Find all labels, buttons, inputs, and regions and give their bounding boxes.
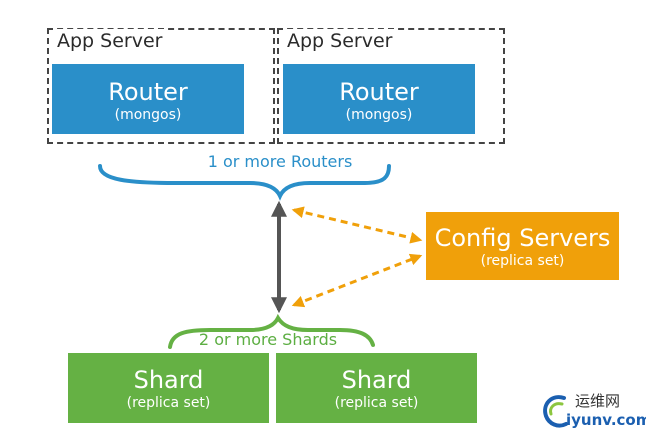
shards-brace: [168, 313, 375, 349]
routers-brace: [98, 164, 391, 201]
config-servers-node: Config Servers (replica set): [426, 212, 619, 280]
watermark-logo-icon: [543, 395, 568, 428]
app-server-label: App Server: [285, 29, 397, 53]
routers-caption: 1 or more Routers: [207, 152, 353, 171]
app-server-label: App Server: [55, 29, 167, 53]
router-name: Router: [339, 78, 419, 106]
config-servers-subtitle: (replica set): [480, 253, 565, 269]
config-router-arrow: [291, 206, 423, 244]
shard-subtitle: (replica set): [126, 395, 211, 411]
router-node-2: Router (mongos): [283, 64, 475, 134]
shard-subtitle: (replica set): [334, 395, 419, 411]
shard-node-1: Shard (replica set): [68, 353, 269, 423]
shard-name: Shard: [341, 366, 412, 394]
router-node-1: Router (mongos): [52, 64, 244, 134]
watermark-cn: 运维网: [575, 392, 621, 410]
watermark: 运维网 iyunv.com: [540, 390, 646, 432]
router-subtitle: (mongos): [345, 107, 413, 123]
shard-name: Shard: [133, 366, 204, 394]
config-shard-arrow: [291, 253, 423, 308]
router-name: Router: [108, 78, 188, 106]
app-server-1: App Server: [47, 28, 275, 144]
app-server-2: App Server: [277, 28, 505, 144]
router-subtitle: (mongos): [114, 107, 182, 123]
config-servers-name: Config Servers: [434, 224, 611, 252]
shards-caption: 2 or more Shards: [198, 330, 338, 349]
watermark-url: iyunv.com: [566, 411, 646, 429]
shard-node-2: Shard (replica set): [276, 353, 477, 423]
